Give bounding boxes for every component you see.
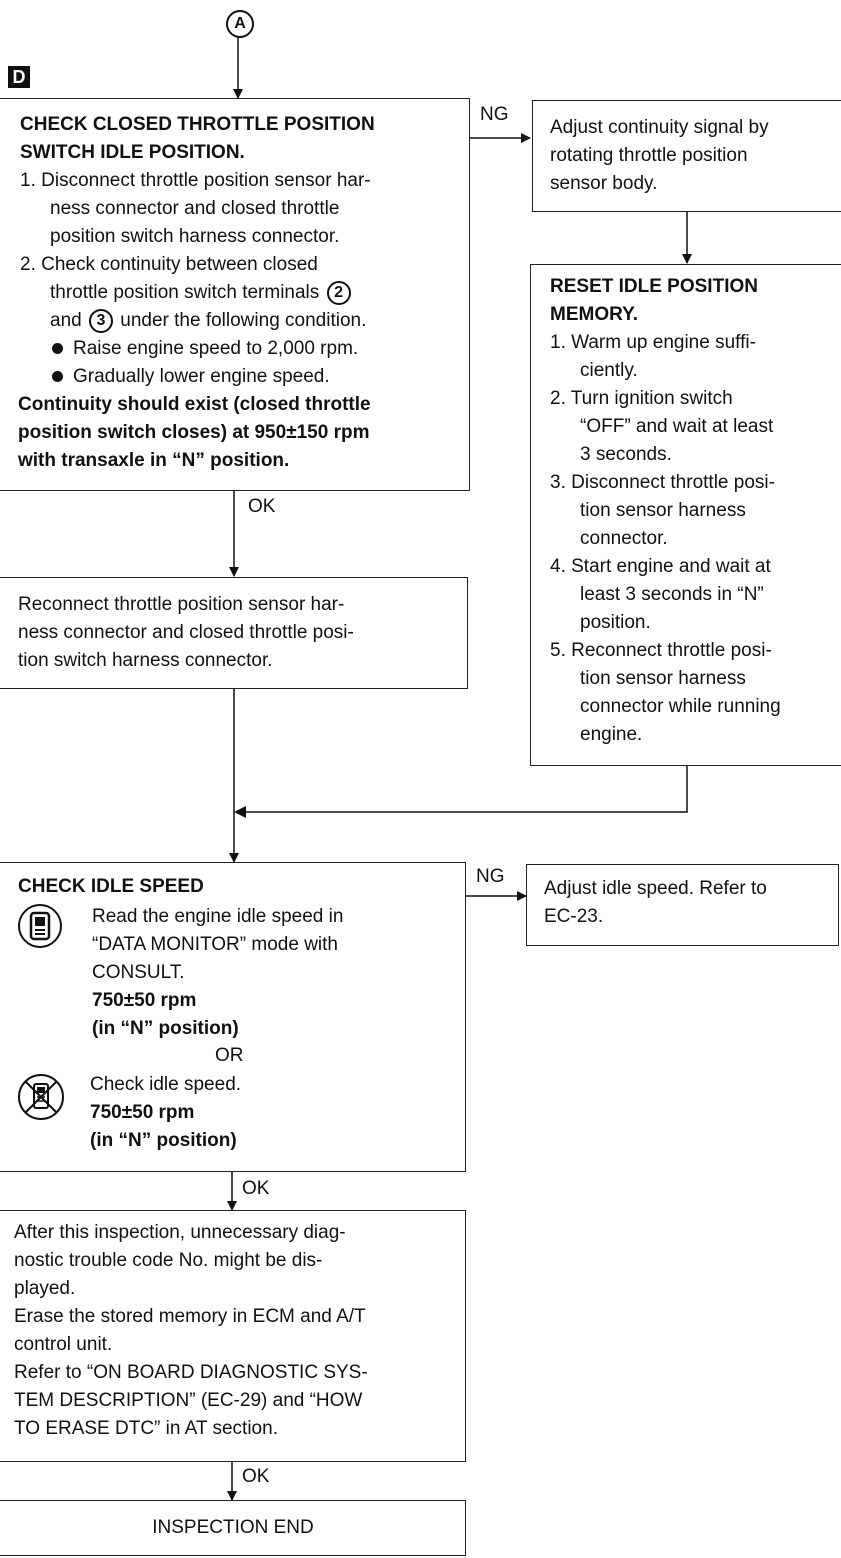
check-idle-title: CHECK IDLE SPEED bbox=[18, 876, 204, 897]
reconnect-line-1: Reconnect throttle position sensor har- bbox=[18, 594, 345, 615]
after-line-4: Erase the stored memory in ECM and A/T bbox=[14, 1306, 366, 1327]
adjust-idle-line-2: EC-23. bbox=[544, 906, 604, 927]
ng-label-1: NG bbox=[480, 104, 509, 125]
no-tools-icon bbox=[16, 1072, 66, 1122]
result-line-3: with transaxle in “N” position. bbox=[18, 450, 290, 471]
terminal-3-marker: 3 bbox=[88, 308, 113, 333]
check-throttle-title-2: SWITCH IDLE POSITION. bbox=[20, 142, 245, 163]
step1-line-c: position switch harness connector. bbox=[50, 226, 340, 247]
reset-idle-title-1: RESET IDLE POSITION bbox=[550, 276, 758, 297]
step2-line-c: and 3 under the following condition. bbox=[50, 308, 366, 334]
section-d-marker: D bbox=[8, 66, 30, 88]
terminal-2-marker: 2 bbox=[326, 280, 351, 305]
arrow-merge-head bbox=[234, 806, 246, 818]
step2-line-b-text: throttle position switch terminals bbox=[50, 282, 320, 303]
reset-step1-b: ciently. bbox=[580, 360, 638, 381]
adjust-continuity-box bbox=[532, 100, 841, 212]
reset-step5-b: tion sensor harness bbox=[580, 668, 746, 689]
reset-idle-box bbox=[530, 264, 841, 766]
after-inspection-box bbox=[0, 1210, 466, 1462]
consult-line-b: “DATA MONITOR” mode with bbox=[92, 934, 338, 955]
after-line-8: TO ERASE DTC” in AT section. bbox=[14, 1418, 278, 1439]
after-line-1: After this inspection, unnecessary diag- bbox=[14, 1222, 346, 1243]
consult-line-c: CONSULT. bbox=[92, 962, 185, 983]
reset-step2-b: “OFF” and wait at least bbox=[580, 416, 774, 437]
result-line-1: Continuity should exist (closed throttle bbox=[18, 394, 371, 415]
step2-line-b: throttle position switch terminals 2 bbox=[50, 280, 353, 306]
reset-step2-a: 2. Turn ignition switch bbox=[550, 388, 733, 409]
reset-step2-c: 3 seconds. bbox=[580, 444, 672, 465]
after-line-6: Refer to “ON BOARD DIAGNOSTIC SYS- bbox=[14, 1362, 368, 1383]
reset-step5-a: 5. Reconnect throttle posi- bbox=[550, 640, 772, 661]
noconsult-spec-1: 750±50 rpm bbox=[90, 1102, 195, 1123]
condition-bullet-1: Raise engine speed to 2,000 rpm. bbox=[52, 336, 358, 362]
consult-tester-icon bbox=[16, 902, 64, 950]
adjust-continuity-line-3: sensor body. bbox=[550, 173, 658, 194]
ng-label-2: NG bbox=[476, 866, 505, 887]
reset-step5-d: engine. bbox=[580, 724, 643, 745]
reset-step4-a: 4. Start engine and wait at bbox=[550, 556, 771, 577]
noconsult-spec-2: (in “N” position) bbox=[90, 1130, 237, 1151]
reconnect-line-2: ness connector and closed throttle posi- bbox=[18, 622, 354, 643]
reset-step3-c: connector. bbox=[580, 528, 668, 549]
bullet-2-text: Gradually lower engine speed. bbox=[73, 366, 330, 387]
adjust-continuity-line-1: Adjust continuity signal by bbox=[550, 117, 769, 138]
bullet-dot-icon bbox=[52, 343, 63, 355]
consult-line-a: Read the engine idle speed in bbox=[92, 906, 344, 927]
step2-line-c-post: under the following condition. bbox=[120, 310, 367, 331]
ok-label-1: OK bbox=[248, 496, 276, 517]
after-line-2: nostic trouble code No. might be dis- bbox=[14, 1250, 323, 1271]
inspection-end-label: INSPECTION END bbox=[152, 1517, 314, 1538]
reset-step5-c: connector while running bbox=[580, 696, 781, 717]
check-idle-box bbox=[0, 862, 466, 1172]
after-line-7: TEM DESCRIPTION” (EC-29) and “HOW bbox=[14, 1390, 363, 1411]
adjust-idle-line-1: Adjust idle speed. Refer to bbox=[544, 878, 767, 899]
step1-line-b: ness connector and closed throttle bbox=[50, 198, 340, 219]
condition-bullet-2: Gradually lower engine speed. bbox=[52, 364, 330, 390]
reset-step4-c: position. bbox=[580, 612, 651, 633]
reset-step3-a: 3. Disconnect throttle posi- bbox=[550, 472, 775, 493]
bullet-dot-icon bbox=[52, 371, 63, 383]
bullet-1-text: Raise engine speed to 2,000 rpm. bbox=[73, 338, 359, 359]
ok-label-3: OK bbox=[242, 1466, 270, 1487]
ok-label-2: OK bbox=[242, 1178, 270, 1199]
reset-idle-title-2: MEMORY. bbox=[550, 304, 638, 325]
step2-line-a: 2. Check continuity between closed bbox=[20, 254, 318, 275]
reset-step4-b: least 3 seconds in “N” bbox=[580, 584, 764, 605]
adjust-idle-box bbox=[526, 864, 839, 946]
after-line-5: control unit. bbox=[14, 1334, 113, 1355]
step2-line-c-pre: and bbox=[50, 310, 82, 331]
after-line-3: played. bbox=[14, 1278, 76, 1299]
check-throttle-box bbox=[0, 98, 470, 491]
reconnect-box bbox=[0, 577, 468, 689]
line-reset-return bbox=[240, 766, 688, 813]
reset-step1-a: 1. Warm up engine suffi- bbox=[550, 332, 756, 353]
or-separator-label: OR bbox=[215, 1045, 244, 1066]
connector-a-marker: A bbox=[226, 10, 254, 38]
check-throttle-title-1: CHECK CLOSED THROTTLE POSITION bbox=[20, 114, 375, 135]
consult-spec-1: 750±50 rpm bbox=[92, 990, 197, 1011]
result-line-2: position switch closes) at 950±150 rpm bbox=[18, 422, 370, 443]
noconsult-line-a: Check idle speed. bbox=[90, 1074, 242, 1095]
reset-step3-b: tion sensor harness bbox=[580, 500, 746, 521]
consult-spec-2: (in “N” position) bbox=[92, 1018, 239, 1039]
reconnect-line-3: tion switch harness connector. bbox=[18, 650, 273, 671]
adjust-continuity-line-2: rotating throttle position bbox=[550, 145, 748, 166]
inspection-end-box bbox=[0, 1500, 466, 1556]
step1-line-a: 1. Disconnect throttle position sensor h… bbox=[20, 170, 371, 191]
